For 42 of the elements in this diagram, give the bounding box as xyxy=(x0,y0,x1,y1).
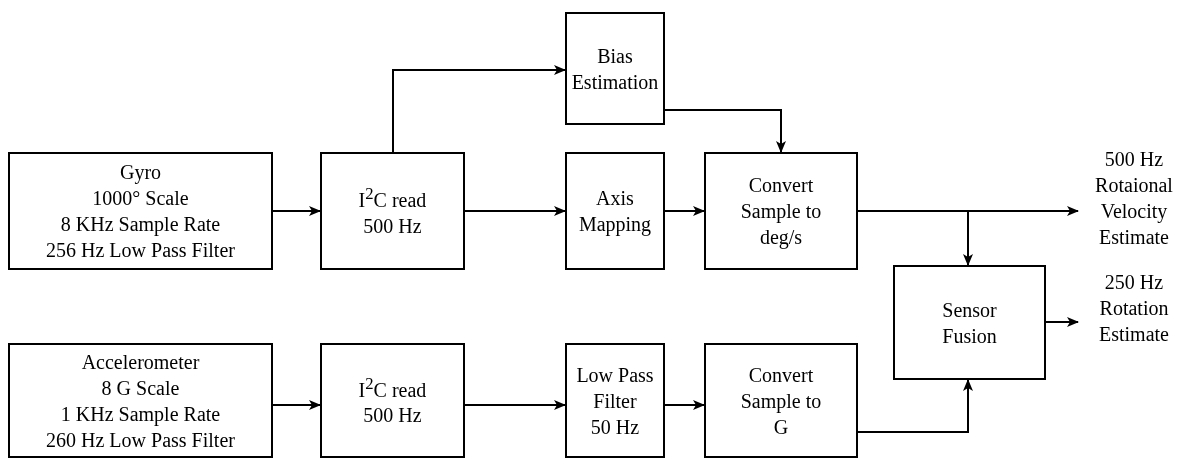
box-detail: 50 Hz xyxy=(590,414,640,440)
box-detail: 256 Hz Low Pass Filter xyxy=(46,238,235,263)
arrow xyxy=(392,65,566,153)
box-label: Bias Estimation xyxy=(570,43,660,95)
process-box xyxy=(704,343,858,458)
box-label: Axis Mapping xyxy=(577,186,653,237)
box-label: Convert Sample to G xyxy=(740,362,822,440)
arrow xyxy=(857,379,973,433)
arrow xyxy=(1045,317,1079,327)
process-box xyxy=(320,152,465,270)
box-detail: 500 Hz xyxy=(363,403,422,429)
box-label: Low Pass Filter xyxy=(575,362,655,414)
box-detail: 8 KHz Sample Rate xyxy=(60,212,221,237)
process-box xyxy=(8,343,273,458)
box-label: Sensor Fusion xyxy=(941,297,998,349)
box-label: Convert Sample to deg/s xyxy=(740,173,822,250)
box-detail: 500 Hz xyxy=(363,213,422,239)
process-box xyxy=(320,343,465,458)
box-label: Gyro xyxy=(119,160,162,185)
box-label: I$^{2}$C read xyxy=(358,183,427,213)
arrow xyxy=(664,109,786,153)
box-detail: 1 KHz Sample Rate xyxy=(60,401,221,427)
output-label: 500 Hz Rotaional Velocity Estimate xyxy=(1094,146,1174,250)
arrow xyxy=(272,400,321,410)
process-box xyxy=(565,152,665,270)
box-label: Accelerometer xyxy=(81,349,200,375)
box-detail: 260 Hz Low Pass Filter xyxy=(46,427,235,453)
process-box xyxy=(893,265,1046,380)
arrow xyxy=(464,206,566,216)
arrow xyxy=(857,210,973,266)
box-detail: 8 G Scale xyxy=(101,375,180,401)
arrow xyxy=(464,400,566,410)
output-label: 250 Hz Rotation Estimate xyxy=(1098,270,1170,347)
process-box xyxy=(565,343,665,458)
process-box xyxy=(565,12,665,125)
arrow xyxy=(664,400,705,410)
box-label: I$^{2}$C read xyxy=(358,372,427,403)
arrow xyxy=(272,206,321,216)
arrow xyxy=(664,206,705,216)
box-detail: 1000° Scale xyxy=(92,186,189,211)
process-box xyxy=(8,152,273,270)
process-box xyxy=(704,152,858,270)
